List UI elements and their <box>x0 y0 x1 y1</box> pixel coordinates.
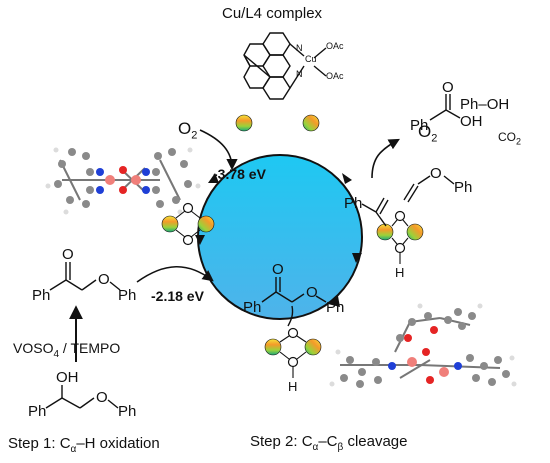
alcohol-ph2-label: Ph <box>118 403 137 420</box>
oac-label-top: OAc <box>326 41 344 51</box>
n-atom-label-bottom: N <box>296 69 303 79</box>
bound-intermediate-bonds <box>261 277 327 327</box>
co2-label: CO2 <box>498 130 522 147</box>
cu-peroxo-motif-left <box>161 202 215 246</box>
cu-dimer-model-left <box>45 147 201 215</box>
oac-label-bottom: OAc <box>326 71 344 81</box>
cu-l4-complex-structure <box>243 32 327 100</box>
cycle-arrowhead-left <box>195 235 205 245</box>
o2-in-label: O2 <box>178 119 198 142</box>
energy-label-2: -2.18 eV <box>151 288 204 304</box>
cycle-arrowhead-top-left <box>208 173 219 183</box>
o2-out-label: O2 <box>418 122 438 145</box>
reagents-label: VOSO4 / TEMPO <box>13 340 121 360</box>
intermediate-ph2-label: Ph <box>326 299 345 316</box>
cleavage-ph-label: Ph <box>344 195 363 212</box>
cu-dots-top <box>235 114 320 132</box>
ketone-ph-label: Ph <box>32 287 51 304</box>
complex-title: Cu/L4 complex <box>222 5 323 22</box>
cu-dimer-model-bottom-right <box>329 303 517 388</box>
o2-out-arrow <box>371 138 400 179</box>
benzoic-o-label: O <box>442 79 454 96</box>
step1-caption: Step 1: Cα–H oxidation <box>8 435 160 455</box>
cleavage-o-label: O <box>430 165 442 182</box>
intermediate-ph-label: Ph <box>243 299 262 316</box>
energy-label-1: -3.78 eV <box>213 166 266 182</box>
benzoic-ph-label: Ph <box>410 117 429 134</box>
step2-caption: Step 2: Cα–Cβ cleavage <box>250 433 408 453</box>
o2-in-arrow <box>199 129 238 171</box>
benzoic-acid-bonds <box>429 94 461 121</box>
benzoic-oh-label: OH <box>460 113 483 130</box>
ketone-ph2-label: Ph <box>118 287 137 304</box>
cycle-arrowhead-top-right <box>342 173 352 184</box>
alcohol-o-label: O <box>96 389 108 406</box>
phenol-label: Ph–OH <box>460 96 510 113</box>
alcohol-substrate-bonds <box>45 385 119 409</box>
n-atom-label-top: N <box>296 43 303 53</box>
cleavage-intermediate-bonds <box>361 175 455 227</box>
ketone-ether-o-label: O <box>98 271 110 288</box>
ketone-substrate-bonds <box>49 262 121 291</box>
cycle-arrowhead-right <box>352 253 362 263</box>
right-h-label: H <box>395 265 405 280</box>
cu-atom-label: Cu <box>305 54 317 64</box>
substrate-in-arrow <box>136 265 214 283</box>
bottom-h-label: H <box>288 379 298 394</box>
ketone-o-label: O <box>62 246 74 263</box>
intermediate-o-label: O <box>272 261 284 278</box>
cu-hydroxo-motif-bottom <box>264 327 322 378</box>
cu-hydroxo-motif-right <box>376 210 424 264</box>
intermediate-ether-o-label: O <box>306 284 318 301</box>
alcohol-oh-label: OH <box>56 369 79 386</box>
cycle-arrowhead-bottom <box>328 296 340 307</box>
alcohol-ph-label: Ph <box>28 403 47 420</box>
cleavage-ph2-label: Ph <box>454 179 473 196</box>
